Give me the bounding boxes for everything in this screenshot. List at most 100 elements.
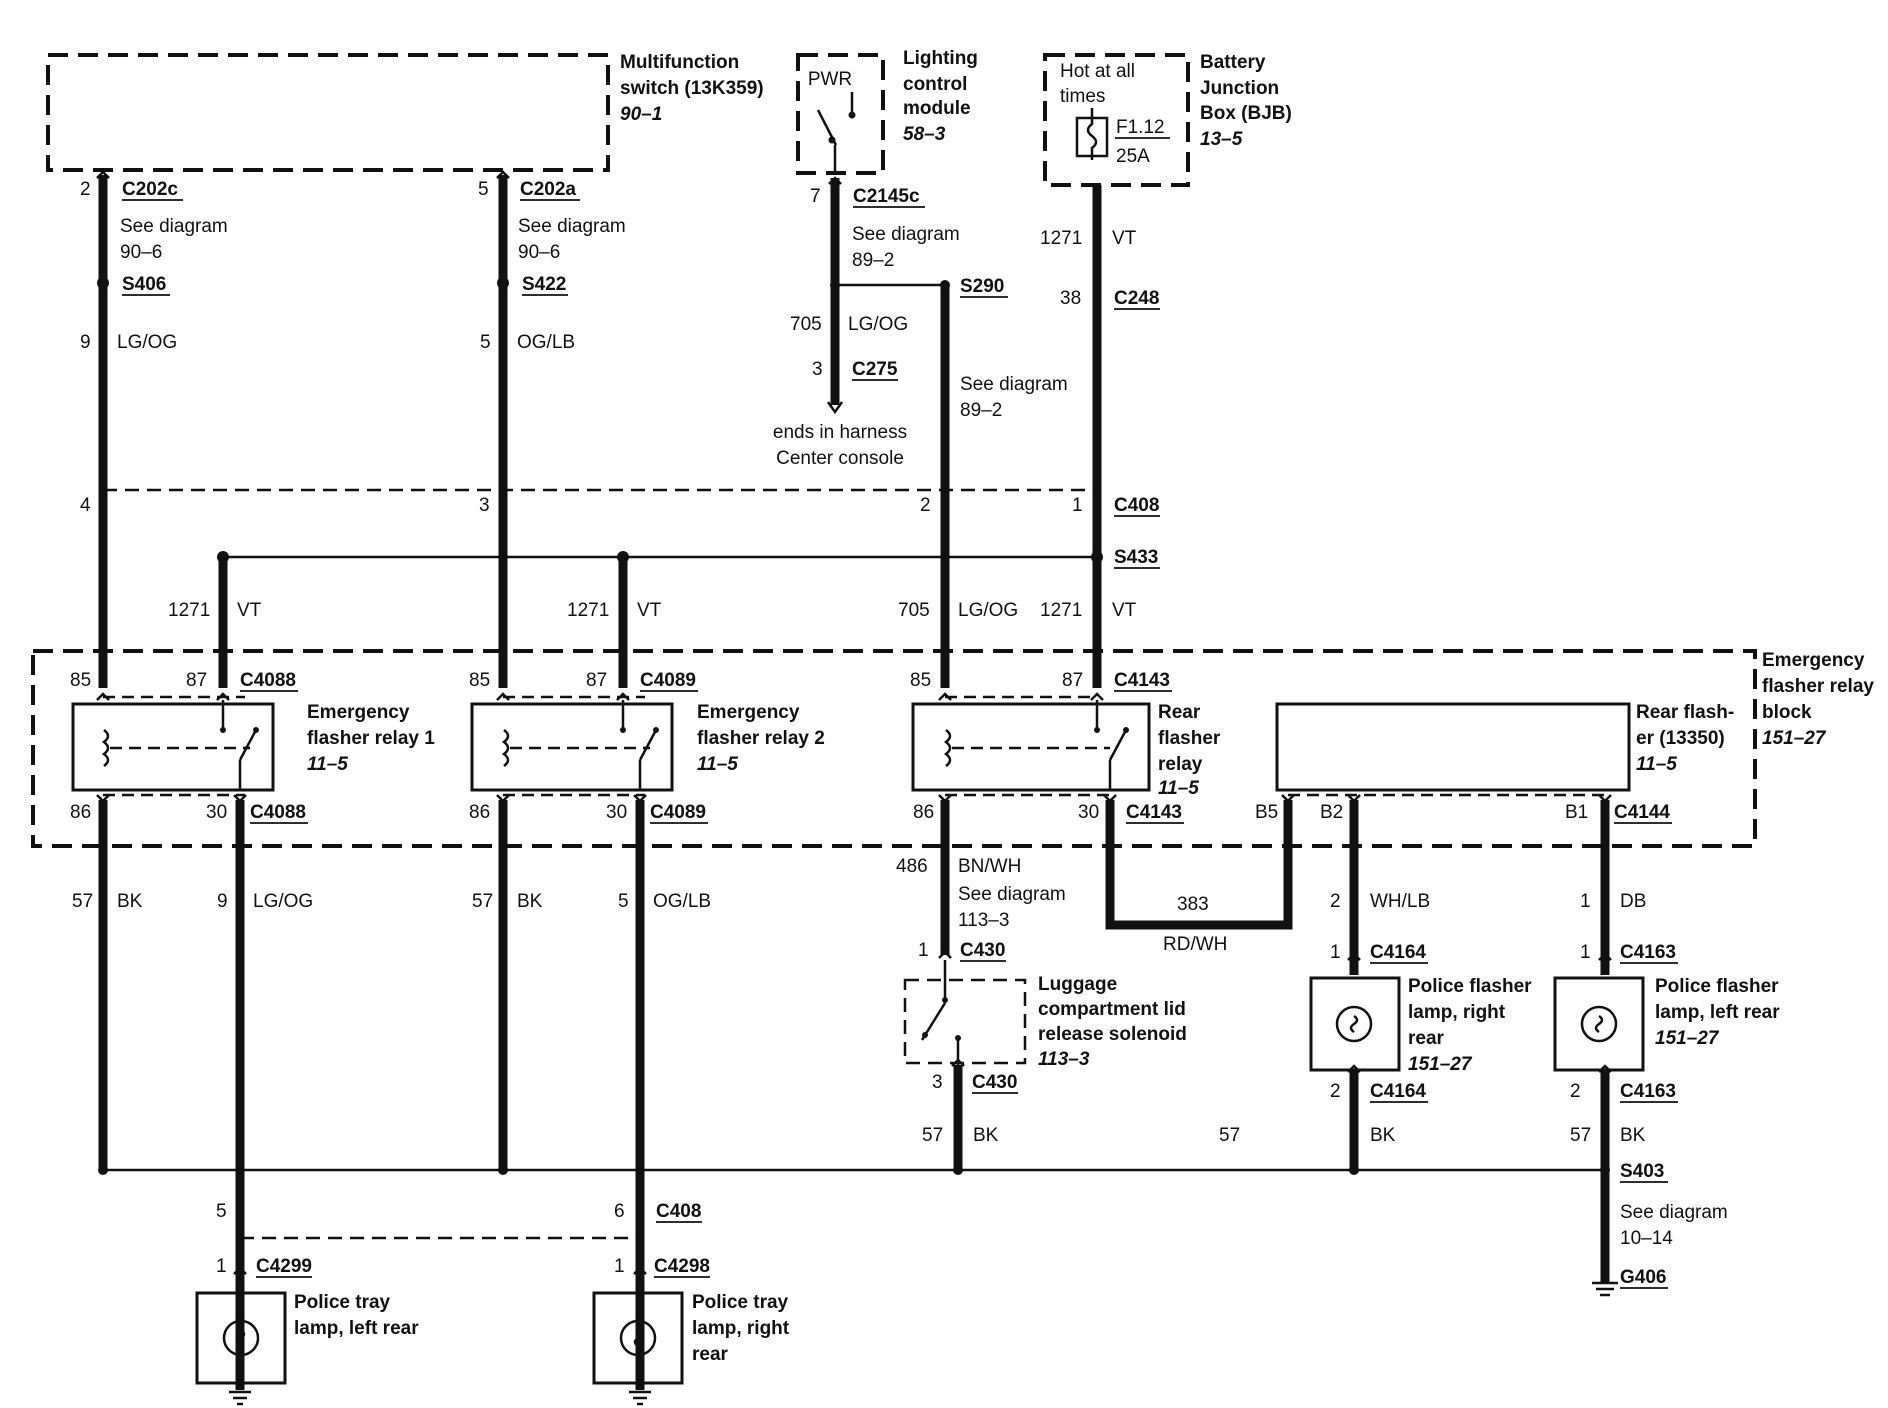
text-60: BN/WH bbox=[958, 856, 1021, 877]
police-left-label-2: lamp, left rear bbox=[1655, 1002, 1780, 1023]
connector-c4163-top: C4163 bbox=[1620, 942, 1676, 963]
text-65: 2 bbox=[1330, 891, 1341, 912]
emergency-flasher-relay-2: 85 87 C4089 Emergency flasher relay 2 11… bbox=[469, 670, 825, 824]
text-5: LG/OG bbox=[117, 332, 177, 353]
text-17: LG/OG bbox=[848, 314, 908, 335]
text-54: LG/OG bbox=[253, 891, 313, 912]
relay-2-box bbox=[470, 702, 674, 792]
fuse-icon-2 bbox=[1086, 108, 1098, 160]
text-15: 89–2 bbox=[852, 250, 894, 271]
text-48: B5 bbox=[1255, 802, 1278, 823]
connector-c4164-top: C4164 bbox=[1370, 942, 1426, 963]
path-10 bbox=[1090, 692, 1104, 701]
splice-s422: S422 bbox=[522, 274, 566, 295]
text-58: OG/LB bbox=[653, 891, 711, 912]
police-right-label: Police flasher bbox=[1408, 976, 1532, 997]
text-45: 87 bbox=[1062, 670, 1083, 691]
path-25 bbox=[236, 1328, 246, 1348]
relay-block: Emergency flasher relay block 151–27 bbox=[31, 649, 1874, 848]
text-19: ends in harness bbox=[773, 422, 907, 443]
bjb-ref: 13–5 bbox=[1200, 129, 1243, 150]
tray-right-label-3: rear bbox=[692, 1344, 729, 1365]
police-flasher-lamp-left: 1 C4163 2 C4163 Police flasher lamp, lef… bbox=[1553, 942, 1780, 1103]
luggage-solenoid: 1 C430 3 C430 Luggage compartment lid re… bbox=[903, 940, 1187, 1094]
rear-flasher-label-2: er (13350) bbox=[1636, 728, 1725, 749]
relay-1-ref: 11–5 bbox=[307, 754, 348, 775]
text-51: 57 bbox=[72, 891, 93, 912]
text-70: BK bbox=[1370, 1125, 1396, 1146]
relay-2-label: Emergency bbox=[697, 702, 800, 723]
text-34: 1271 bbox=[1040, 600, 1082, 621]
text-11: OG/LB bbox=[517, 332, 575, 353]
text-31: VT bbox=[637, 600, 662, 621]
rear-flasher-box bbox=[1275, 702, 1631, 792]
ground-g406: G406 bbox=[1620, 1267, 1666, 1288]
text-66: WH/LB bbox=[1370, 891, 1430, 912]
relay-block-box bbox=[31, 649, 1757, 848]
connector-c248: C248 bbox=[1114, 288, 1159, 309]
relay-1-label-2: flasher relay 1 bbox=[307, 728, 435, 749]
tray-right-label-2: lamp, right bbox=[692, 1318, 790, 1339]
text-50: B1 bbox=[1565, 802, 1588, 823]
connector-c202c: C202c bbox=[122, 179, 178, 200]
connector-c4299: C4299 bbox=[256, 1256, 312, 1277]
text-47: 30 bbox=[1078, 802, 1099, 823]
police-right-box bbox=[1309, 976, 1401, 1072]
text-30: 1271 bbox=[567, 600, 609, 621]
text-40: 85 bbox=[469, 670, 490, 691]
wire-705-upper-3 bbox=[826, 401, 844, 415]
tray-right-label: Police tray bbox=[692, 1292, 789, 1313]
rear-relay-label-3: relay bbox=[1158, 754, 1203, 775]
text-6: 4 bbox=[80, 495, 91, 516]
connector-c4144: C4144 bbox=[1614, 802, 1670, 823]
text-33: LG/OG bbox=[958, 600, 1018, 621]
text-72: BK bbox=[1620, 1125, 1646, 1146]
rear-relay-box bbox=[911, 702, 1151, 792]
connector-c4163-bottom: C4163 bbox=[1620, 1081, 1676, 1102]
text-55: 57 bbox=[472, 891, 493, 912]
text-84: 2 bbox=[1570, 1081, 1581, 1102]
connector-c4164-bottom: C4164 bbox=[1370, 1081, 1426, 1102]
path-5 bbox=[496, 692, 510, 701]
connector-c4298: C4298 bbox=[654, 1256, 710, 1277]
wire-col2-2 bbox=[496, 170, 510, 179]
text-75: See diagram bbox=[1620, 1202, 1728, 1223]
text-86: 1 bbox=[614, 1256, 625, 1277]
pwr-label: PWR bbox=[808, 69, 852, 90]
connector-c408-bottom: C408 bbox=[656, 1201, 701, 1222]
path-17 bbox=[951, 1058, 965, 1067]
text-52: BK bbox=[117, 891, 143, 912]
connector-c430-bottom: C430 bbox=[972, 1072, 1017, 1093]
text-59: 486 bbox=[896, 856, 928, 877]
luggage-solenoid-box bbox=[903, 978, 1027, 1065]
bjb-label: Battery bbox=[1200, 52, 1266, 73]
text-83: 1 bbox=[1580, 942, 1591, 963]
text-27: 1 bbox=[1072, 495, 1083, 516]
relay-block-label: Emergency bbox=[1762, 650, 1865, 671]
luggage-label-2: compartment lid bbox=[1038, 999, 1186, 1020]
splice-dots bbox=[97, 277, 1103, 563]
text-41: 87 bbox=[586, 670, 607, 691]
text-38: 86 bbox=[70, 802, 91, 823]
luggage-ref: 113–3 bbox=[1038, 1049, 1090, 1070]
text-82: 2 bbox=[1330, 1081, 1341, 1102]
connector-c4143-bottom: C4143 bbox=[1126, 802, 1182, 823]
emergency-flasher-relay-1: 85 87 C4088 Emergency flasher relay 1 11… bbox=[70, 670, 435, 824]
path-23 bbox=[1598, 1064, 1612, 1073]
path-26 bbox=[633, 1266, 647, 1275]
police-left-ref: 151–27 bbox=[1655, 1028, 1720, 1049]
relay-block-ref: 151–27 bbox=[1762, 728, 1827, 749]
upper-labels: 2 C202c See diagram 90–6 S406 9 LG/OG 4 … bbox=[80, 179, 1160, 621]
multifunction-switch: Multifunction switch (13K359) 90–1 bbox=[46, 52, 764, 172]
relay-2-ref: 11–5 bbox=[697, 754, 738, 775]
connector-c202a: C202a bbox=[520, 179, 576, 200]
connector-c2145c: C2145c bbox=[853, 186, 920, 207]
upper-wires bbox=[96, 170, 1102, 688]
text-68: DB bbox=[1620, 891, 1646, 912]
tray-left-label-2: lamp, left rear bbox=[294, 1318, 419, 1339]
rear-relay-label: Rear bbox=[1158, 702, 1201, 723]
text-8: See diagram bbox=[518, 216, 626, 237]
path bbox=[96, 692, 110, 701]
lighting-module-label: Lighting bbox=[903, 48, 978, 69]
lamp-icon bbox=[1580, 1005, 1618, 1043]
